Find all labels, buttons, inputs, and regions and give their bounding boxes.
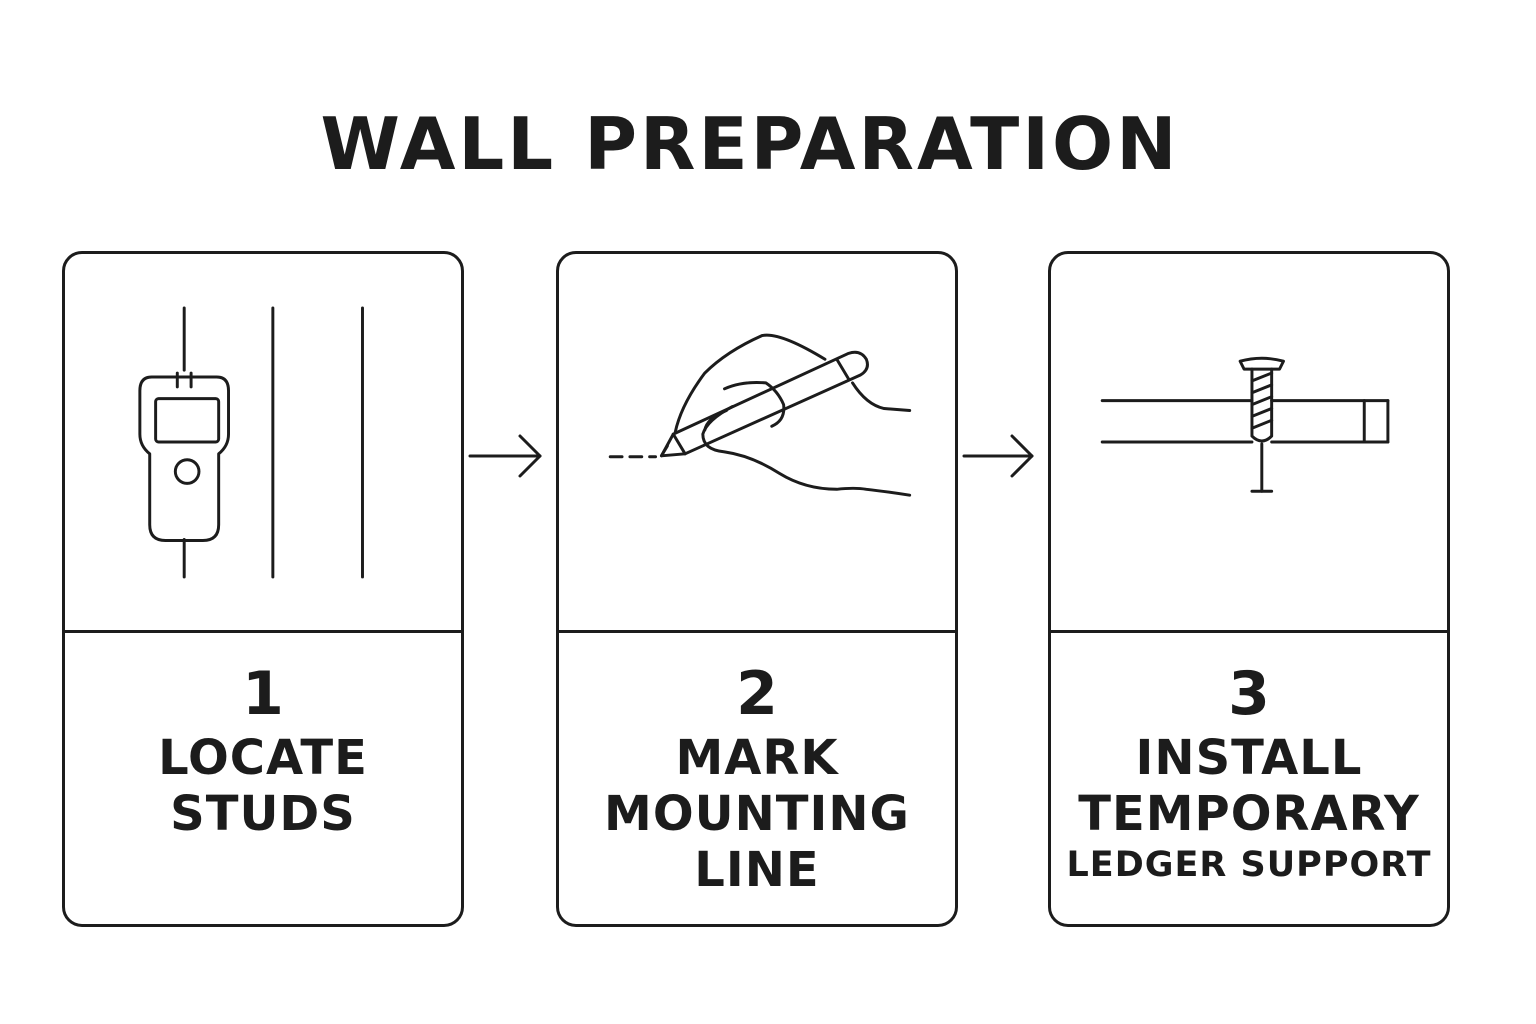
- screw-ledger-icon: [1100, 356, 1390, 493]
- hand-pencil-icon: [608, 333, 912, 497]
- step-card-install-ledger: 3 INSTALL TEMPORARY LEDGER SUPPORT: [1048, 251, 1450, 927]
- step-subtitle-line: LEDGER SUPPORT: [1066, 845, 1432, 885]
- step-card-locate-studs: 1 LOCATE STUDS: [62, 251, 464, 927]
- stud-finder-icon: [138, 306, 364, 579]
- card-divider: [65, 630, 461, 633]
- step-title-line: INSTALL: [1135, 730, 1363, 786]
- card-divider: [1051, 630, 1447, 633]
- arrow-right-icon: [962, 434, 1034, 478]
- arrow-right-icon: [468, 434, 542, 478]
- step-title-line: MARK: [675, 730, 839, 786]
- step-label: 1 LOCATE STUDS: [65, 644, 461, 842]
- step-label: 2 MARK MOUNTING LINE: [559, 644, 955, 898]
- step-number: 2: [736, 659, 778, 729]
- step-card-mark-mounting-line: 2 MARK MOUNTING LINE: [556, 251, 958, 927]
- step-title-line: LINE: [694, 842, 820, 898]
- step-title-line: MOUNTING: [604, 786, 910, 842]
- step-title-line: LOCATE: [158, 730, 368, 786]
- step-number: 3: [1228, 659, 1270, 729]
- step-number: 1: [242, 659, 284, 729]
- step-title-line: TEMPORARY: [1078, 786, 1420, 842]
- page-title: WALL PREPARATION: [320, 102, 1180, 186]
- step-label: 3 INSTALL TEMPORARY LEDGER SUPPORT: [1051, 644, 1447, 888]
- card-divider: [559, 630, 955, 633]
- step-title-line: STUDS: [170, 786, 356, 842]
